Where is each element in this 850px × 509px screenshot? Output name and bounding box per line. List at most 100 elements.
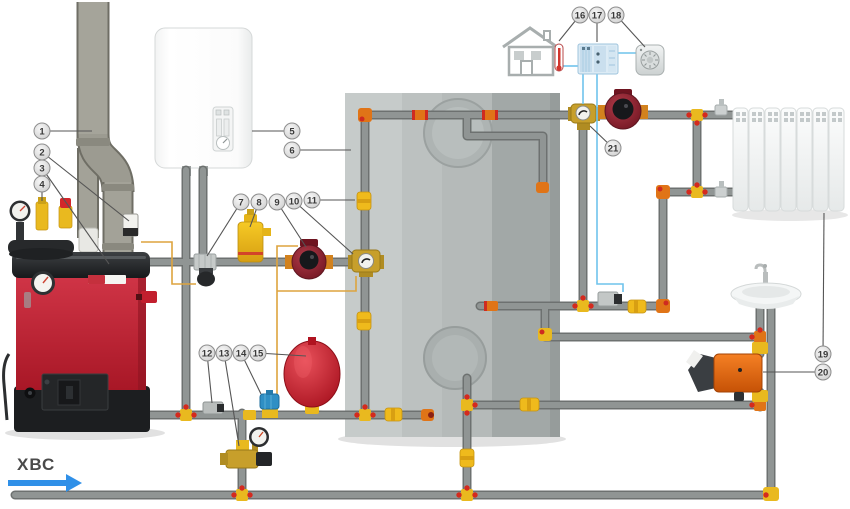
- tee-fitting: [354, 404, 376, 421]
- elbow-fitting: [656, 299, 670, 313]
- svg-text:16: 16: [575, 11, 586, 22]
- callout-18: 18: [607, 6, 646, 48]
- coupling-fitting: [484, 301, 498, 311]
- callout-4: 4: [33, 175, 51, 201]
- room-thermostat: [635, 44, 665, 76]
- callout-10: 10: [285, 192, 354, 255]
- ball-valve: [384, 407, 403, 422]
- elbow-fitting: [763, 487, 779, 501]
- svg-text:13: 13: [219, 349, 230, 360]
- controller: [577, 43, 619, 75]
- svg-text:2: 2: [39, 148, 44, 159]
- radiator: [732, 107, 845, 212]
- svg-text:12: 12: [202, 349, 213, 360]
- svg-text:18: 18: [611, 11, 622, 22]
- solid-fuel-boiler: [2, 252, 157, 432]
- elbow-fitting: [656, 185, 670, 199]
- buffer-tank: [345, 93, 560, 437]
- callout-1: 1: [33, 122, 92, 140]
- svg-text:3: 3: [39, 164, 44, 175]
- callout-20: 20: [763, 363, 832, 381]
- three-way-valve: [348, 249, 384, 277]
- callout-9: 9: [268, 193, 307, 248]
- svg-text:8: 8: [256, 198, 261, 209]
- svg-text:9: 9: [274, 198, 279, 209]
- boiler-handle: [136, 291, 157, 303]
- ball-valve: [627, 299, 647, 314]
- coupling-fitting: [243, 410, 256, 420]
- boiler-door: [24, 373, 109, 411]
- circulation-pump-2: [598, 89, 648, 130]
- svg-text:7: 7: [238, 198, 243, 209]
- callout-16: 16: [558, 6, 589, 42]
- coupling-fitting: [482, 110, 498, 120]
- capillary-line: [141, 241, 196, 285]
- callout-7: 7: [206, 193, 250, 257]
- svg-text:11: 11: [307, 196, 318, 207]
- callout-14: 14: [232, 344, 262, 395]
- pipe-fittings: [175, 99, 779, 501]
- svg-text:5: 5: [289, 127, 295, 138]
- svg-text:20: 20: [818, 368, 829, 379]
- callout-19: 19: [814, 212, 832, 363]
- svg-text:15: 15: [253, 349, 264, 360]
- callout-17: 17: [588, 6, 606, 42]
- ball-valve: [356, 191, 372, 211]
- capillary-line: [277, 276, 357, 292]
- callout-5: 5: [252, 122, 301, 140]
- svg-text:10: 10: [289, 197, 300, 208]
- cold-water-supply-label: ХВС: [17, 455, 56, 474]
- thermostatic-valve: [193, 253, 217, 287]
- pipe-sensor: [597, 291, 622, 307]
- outdoor-sensor-house: [502, 26, 564, 77]
- air-vent-valve: [35, 197, 49, 231]
- safety-group: [8, 197, 74, 260]
- callout-2: 2: [33, 143, 130, 222]
- callout-6: 6: [283, 141, 351, 159]
- ball-valve: [519, 397, 540, 412]
- circulation-pump: [285, 239, 333, 280]
- capillary-line: [276, 245, 298, 396]
- return-sensor: [202, 401, 224, 415]
- svg-text:1: 1: [39, 127, 45, 138]
- callout-8: 8: [249, 193, 268, 228]
- callout-12: 12: [198, 344, 216, 404]
- elbow-fitting: [538, 328, 552, 341]
- tee-fitting: [461, 394, 478, 416]
- elbow-fitting: [358, 108, 372, 122]
- callout-21: 21: [589, 125, 622, 157]
- makeup-valve: [259, 390, 280, 418]
- chimney: [76, 2, 139, 253]
- sink: [730, 263, 802, 309]
- tee-fitting: [572, 295, 594, 312]
- air-separator: [237, 209, 271, 263]
- boiler-control-panel: [212, 106, 234, 152]
- svg-text:21: 21: [608, 144, 619, 155]
- svg-text:6: 6: [289, 146, 294, 157]
- water-heater: [686, 342, 768, 402]
- svg-text:17: 17: [592, 11, 603, 22]
- svg-text:14: 14: [236, 349, 247, 360]
- elbow-fitting: [536, 182, 549, 193]
- flow-arrow-icon: [8, 474, 82, 492]
- tee-fitting: [686, 109, 708, 126]
- end-fitting: [421, 409, 434, 421]
- tee-fitting: [175, 404, 197, 421]
- draft-regulator: [122, 213, 139, 237]
- pressure-reducer: [220, 427, 272, 469]
- coupling-fitting: [412, 110, 428, 120]
- callout-11: 11: [303, 191, 355, 209]
- callout-3: 3: [33, 159, 110, 265]
- callout-15: 15: [249, 344, 307, 362]
- thermometer-icon: [554, 43, 564, 72]
- callout-13: 13: [215, 344, 240, 447]
- electric-boiler: [154, 27, 253, 176]
- tee-fitting: [749, 327, 766, 343]
- mixing-valve-21: [568, 103, 600, 130]
- radiator-valve: [714, 99, 728, 116]
- expansion-tank: [283, 337, 341, 414]
- svg-text:19: 19: [818, 350, 829, 361]
